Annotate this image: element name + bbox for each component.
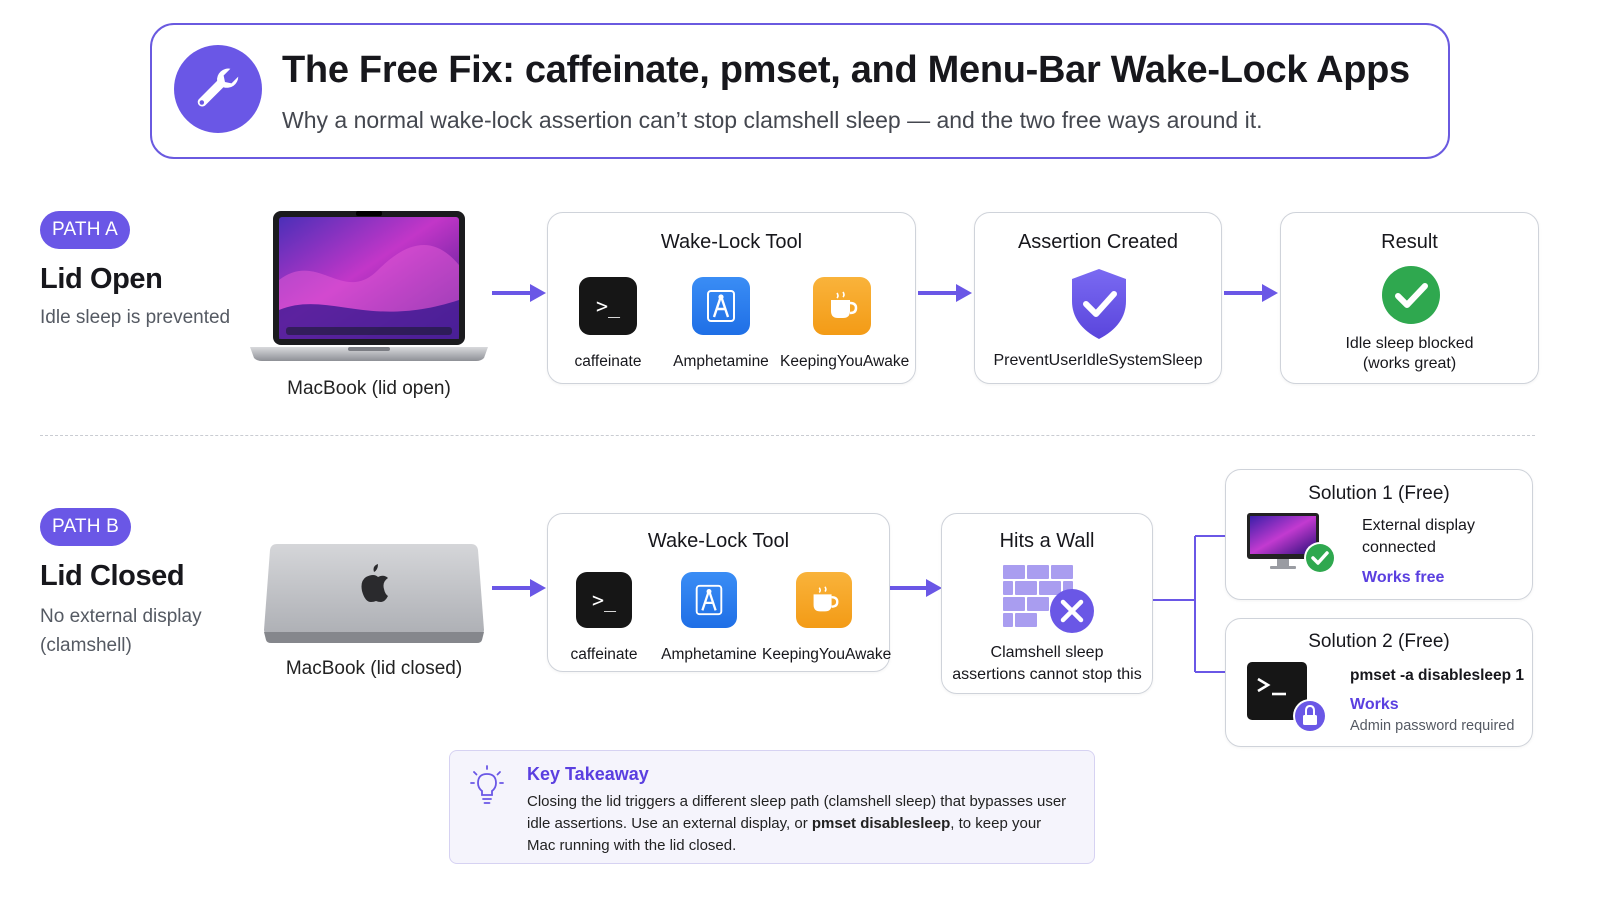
terminal-icon: >_ [576, 572, 632, 628]
box-title: Result [1381, 231, 1438, 253]
page-subtitle: Why a normal wake-lock assertion can’t s… [282, 107, 1263, 133]
path-b-description-1: No external display [40, 606, 202, 627]
wall-line-2: assertions cannot stop this [952, 666, 1142, 683]
arrow-icon [916, 281, 974, 310]
wake-lock-tool-box-a: Wake-Lock Tool >_ caffeinate Amphetamine… [547, 212, 916, 384]
solution-2-note: Admin password required [1350, 718, 1515, 734]
tool-keepingyouawake: KeepingYouAwake [762, 572, 891, 664]
takeaway-title: Key Takeaway [527, 764, 649, 784]
assertion-label: PreventUserIdleSystemSleep [993, 352, 1203, 369]
page-title: The Free Fix: caffeinate, pmset, and Men… [282, 49, 1410, 91]
solution-1-box: Solution 1 (Free) External display conne… [1225, 469, 1533, 600]
path-a-description: Idle sleep is prevented [40, 307, 231, 328]
wrench-icon [174, 45, 262, 133]
box-title: Wake-Lock Tool [647, 530, 790, 552]
solution-1-status: Works free [1362, 569, 1445, 586]
result-box: Result Idle sleep blocked (works great) [1280, 212, 1539, 384]
branch-connector [1153, 532, 1227, 679]
path-b-description-2: (clamshell) [40, 635, 132, 656]
tool-amphetamine: Amphetamine [671, 277, 771, 371]
result-line-2: (works great) [1362, 355, 1457, 372]
box-title: Solution 2 (Free) [1308, 631, 1450, 652]
box-title: Hits a Wall [999, 530, 1095, 552]
result-line-1: Idle sleep blocked [1345, 335, 1474, 352]
solution-1-line-1: External display [1362, 517, 1475, 534]
path-a-title: Lid Open [40, 263, 163, 295]
key-takeaway-card: Key Takeaway Closing the lid triggers a … [449, 750, 1095, 864]
solution-2-command: pmset -a disablesleep 1 [1350, 667, 1525, 684]
tool-amphetamine: Amphetamine [659, 572, 759, 664]
box-title: Solution 1 (Free) [1308, 483, 1450, 504]
coffee-cup-icon [796, 572, 852, 628]
header-card: The Free Fix: caffeinate, pmset, and Men… [150, 23, 1450, 159]
arrow-icon [888, 576, 944, 605]
tool-caffeinate: >_ caffeinate [570, 277, 646, 371]
arrow-icon [490, 281, 548, 310]
brick-wall-x-icon [1002, 564, 1098, 641]
tool-caffeinate: >_ caffeinate [566, 572, 642, 664]
amphetamine-icon [692, 277, 750, 335]
path-b-title: Lid Closed [40, 560, 185, 592]
box-title: Assertion Created [1017, 231, 1179, 253]
solution-1-line-2: connected [1362, 539, 1436, 556]
arrow-icon [1222, 281, 1280, 310]
wall-line-1: Clamshell sleep [990, 644, 1104, 661]
coffee-cup-icon [813, 277, 871, 335]
lightbulb-icon [470, 765, 504, 812]
tool-keepingyouawake: KeepingYouAwake [780, 277, 909, 371]
wake-lock-tool-box-b: Wake-Lock Tool >_ caffeinate Amphetamine… [547, 513, 891, 672]
solution-2-box: Solution 2 (Free) pmset -a disablesleep … [1225, 618, 1533, 747]
takeaway-bold: pmset disablesleep [811, 815, 951, 832]
shield-check-icon [1068, 267, 1130, 346]
macbook-open-icon [248, 210, 490, 362]
monitor-check-icon [1246, 512, 1338, 581]
path-a-badge: PATH A [40, 211, 130, 249]
macbook-open-caption: MacBook (lid open) [287, 378, 451, 399]
box-title: Wake-Lock Tool [660, 231, 803, 253]
check-circle-icon [1381, 265, 1441, 330]
hits-a-wall-box: Hits a Wall Clamshell sleep assertions c… [941, 513, 1153, 694]
assertion-created-box: Assertion Created PreventUserIdleSystemS… [974, 212, 1222, 384]
amphetamine-icon [681, 572, 737, 628]
path-b-badge: PATH B [40, 508, 132, 546]
macbook-closed-icon [263, 542, 485, 644]
takeaway-text: Closing the lid triggers a different sle… [527, 793, 1067, 854]
section-divider [40, 435, 1535, 436]
terminal-lock-icon [1246, 661, 1330, 740]
solution-2-status: Works [1350, 696, 1399, 713]
terminal-icon: >_ [579, 277, 637, 335]
macbook-closed-caption: MacBook (lid closed) [285, 658, 463, 679]
arrow-icon [490, 576, 548, 605]
